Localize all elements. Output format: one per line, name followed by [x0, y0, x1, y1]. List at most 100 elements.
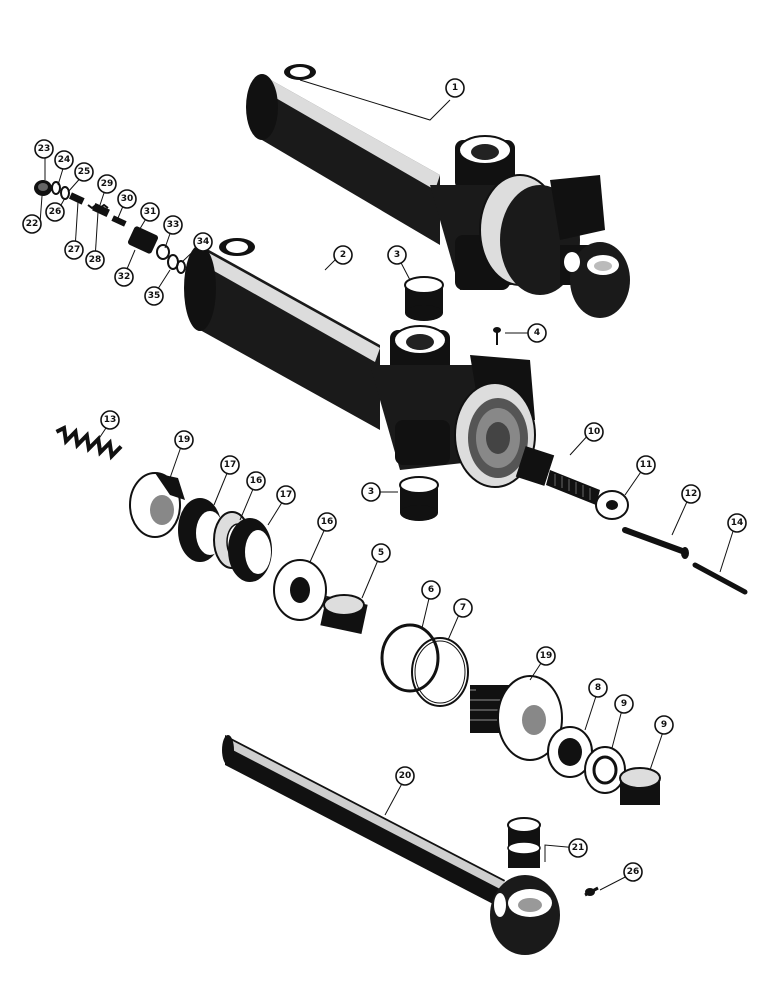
callout-5: 5	[371, 543, 391, 563]
part-9-ring	[584, 746, 626, 794]
svg-text:14: 14	[731, 518, 744, 528]
callout-28: 28	[85, 250, 105, 270]
callout-9-ring: 9	[614, 694, 634, 714]
svg-text:19: 19	[178, 435, 191, 445]
svg-text:17: 17	[224, 460, 237, 470]
part-16-washer	[273, 559, 327, 621]
svg-text:27: 27	[68, 245, 81, 255]
callout-9-bushing: 9	[654, 715, 674, 735]
svg-text:7: 7	[460, 603, 466, 613]
svg-text:26: 26	[627, 867, 640, 877]
part-20-piston-rod	[222, 735, 560, 955]
svg-text:35: 35	[148, 291, 161, 301]
svg-text:2: 2	[340, 250, 346, 260]
callout-3-upper: 3	[387, 245, 407, 265]
svg-text:9: 9	[621, 699, 627, 709]
part-15-spring-cap	[129, 472, 185, 538]
callout-24: 24	[54, 150, 74, 170]
callout-4: 4	[527, 323, 547, 343]
svg-text:22: 22	[26, 219, 39, 229]
svg-text:6: 6	[428, 585, 434, 595]
svg-text:17: 17	[280, 490, 293, 500]
svg-text:3: 3	[368, 487, 374, 497]
callout-10: 10	[584, 422, 604, 442]
svg-text:12: 12	[685, 489, 698, 499]
relief-valve-assembly	[34, 180, 186, 274]
callout-11: 11	[636, 455, 656, 475]
svg-text:34: 34	[197, 237, 210, 247]
part-1-cylinder-barrel-upper	[246, 64, 630, 318]
callout-19-cap: 19	[174, 430, 194, 450]
callout-20: 20	[395, 766, 415, 786]
svg-text:23: 23	[38, 144, 51, 154]
callout-7: 7	[453, 598, 473, 618]
callout-33: 33	[163, 215, 183, 235]
part-26-grease-fitting	[584, 886, 599, 897]
part-10-piston-bolt	[515, 446, 600, 505]
callout-26: 26	[623, 862, 643, 882]
callout-32: 32	[114, 267, 134, 287]
callout-16-washer: 16	[317, 512, 337, 532]
svg-text:29: 29	[101, 179, 114, 189]
part-13-spring	[55, 424, 123, 461]
callout-16-ring: 16	[246, 471, 266, 491]
callout-13: 13	[100, 410, 120, 430]
part-14-pin	[692, 562, 748, 595]
svg-text:13: 13	[104, 415, 117, 425]
part-21-bushings	[507, 817, 541, 868]
part-4-screw	[493, 327, 501, 345]
svg-text:20: 20	[399, 771, 412, 781]
svg-text:10: 10	[588, 427, 601, 437]
part-19-gland	[470, 675, 563, 761]
callout-6: 6	[421, 580, 441, 600]
callout-23: 23	[34, 139, 54, 159]
callout-14: 14	[727, 513, 747, 533]
svg-text:1: 1	[452, 83, 458, 93]
callout-30: 30	[117, 189, 137, 209]
part-8-wiper	[547, 726, 593, 778]
part-6-o-ring	[380, 623, 440, 693]
part-9-bushing	[619, 767, 661, 805]
callout-2: 2	[333, 245, 353, 265]
svg-text:16: 16	[250, 476, 263, 486]
callout-1: 1	[445, 78, 465, 98]
svg-text:30: 30	[121, 194, 134, 204]
svg-text:21: 21	[572, 843, 585, 853]
callout-19-gland: 19	[536, 646, 556, 666]
callout-34: 34	[193, 232, 213, 252]
svg-text:4: 4	[534, 328, 540, 338]
part-3-bushing-lower	[399, 476, 439, 521]
svg-text:3: 3	[394, 250, 400, 260]
part-5-bushing	[320, 594, 368, 635]
svg-text:25: 25	[78, 167, 91, 177]
callout-17-right: 17	[276, 485, 296, 505]
svg-text:5: 5	[378, 548, 384, 558]
svg-text:24: 24	[58, 155, 71, 165]
callout-8: 8	[588, 678, 608, 698]
part-11-washer	[595, 490, 629, 520]
callout-22: 22	[22, 214, 42, 234]
part-12-pin	[622, 527, 689, 559]
svg-text:28: 28	[89, 255, 102, 265]
svg-text:8: 8	[595, 683, 601, 693]
svg-text:16: 16	[321, 517, 334, 527]
callout-25: 25	[74, 162, 94, 182]
svg-text:26: 26	[49, 207, 62, 217]
callout-35: 35	[144, 286, 164, 306]
callout-17-left: 17	[220, 455, 240, 475]
part-7-backup-ring	[411, 637, 469, 707]
svg-text:19: 19	[540, 651, 553, 661]
callout-31: 31	[140, 202, 160, 222]
callout-21: 21	[568, 838, 588, 858]
svg-text:32: 32	[118, 272, 131, 282]
part-17-packing-right	[228, 518, 272, 582]
part-3-bushing-upper	[404, 276, 444, 321]
callout-29: 29	[97, 174, 117, 194]
callout-27: 27	[64, 240, 84, 260]
svg-text:33: 33	[167, 220, 180, 230]
part-2-cylinder-barrel-lower	[184, 238, 536, 488]
svg-text:11: 11	[640, 460, 653, 470]
svg-text:31: 31	[144, 207, 157, 217]
callout-3-lower: 3	[361, 482, 381, 502]
